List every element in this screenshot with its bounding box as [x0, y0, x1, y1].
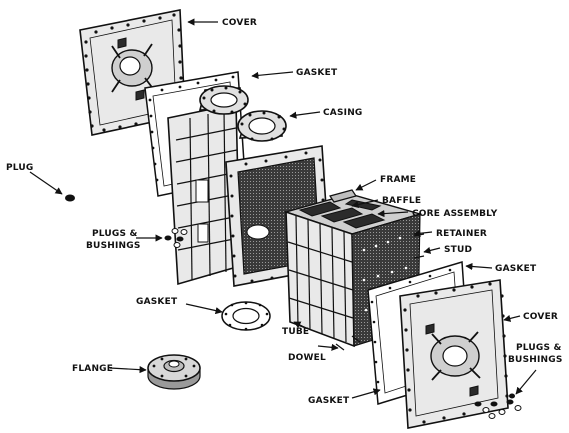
- label-plugs-bushings-left-1: PLUGS &: [92, 229, 138, 239]
- label-gasket-bottom: GASKET: [308, 396, 350, 406]
- label-cover-top: COVER: [222, 18, 257, 28]
- label-casing: CASING: [323, 108, 363, 118]
- label-baffle: BAFFLE: [382, 196, 421, 206]
- middle-gasket: [221, 301, 271, 331]
- label-core-assembly: CORE ASSEMBLY: [412, 209, 498, 219]
- label-plug: PLUG: [6, 163, 34, 173]
- label-dowel: DOWEL: [288, 353, 326, 363]
- left-plugs-bushings: [164, 228, 188, 248]
- label-gasket-right: GASKET: [495, 264, 537, 274]
- label-plugs-bushings-right-2: BUSHINGS: [508, 355, 563, 365]
- label-frame: FRAME: [380, 175, 416, 185]
- label-gasket-mid: GASKET: [136, 297, 178, 307]
- right-plugs-bushings: [474, 393, 522, 419]
- plug: [65, 194, 75, 202]
- label-retainer: RETAINER: [436, 229, 487, 239]
- label-plugs-bushings-left-2: BUSHINGS: [86, 241, 141, 251]
- label-plugs-bushings-right-1: PLUGS &: [516, 343, 562, 353]
- label-gasket-top: GASKET: [296, 68, 338, 78]
- label-tube: TUBE: [282, 327, 309, 337]
- label-stud: STUD: [444, 245, 472, 255]
- label-flange: FLANGE: [72, 364, 113, 374]
- callout-labels: COVER GASKET CASING PLUG FRAME BAFFLE CO…: [6, 18, 563, 406]
- label-cover-bottom: COVER: [523, 312, 558, 322]
- leader-lines: [29, 18, 537, 399]
- flange: [147, 354, 201, 390]
- bottom-cover: [399, 279, 509, 429]
